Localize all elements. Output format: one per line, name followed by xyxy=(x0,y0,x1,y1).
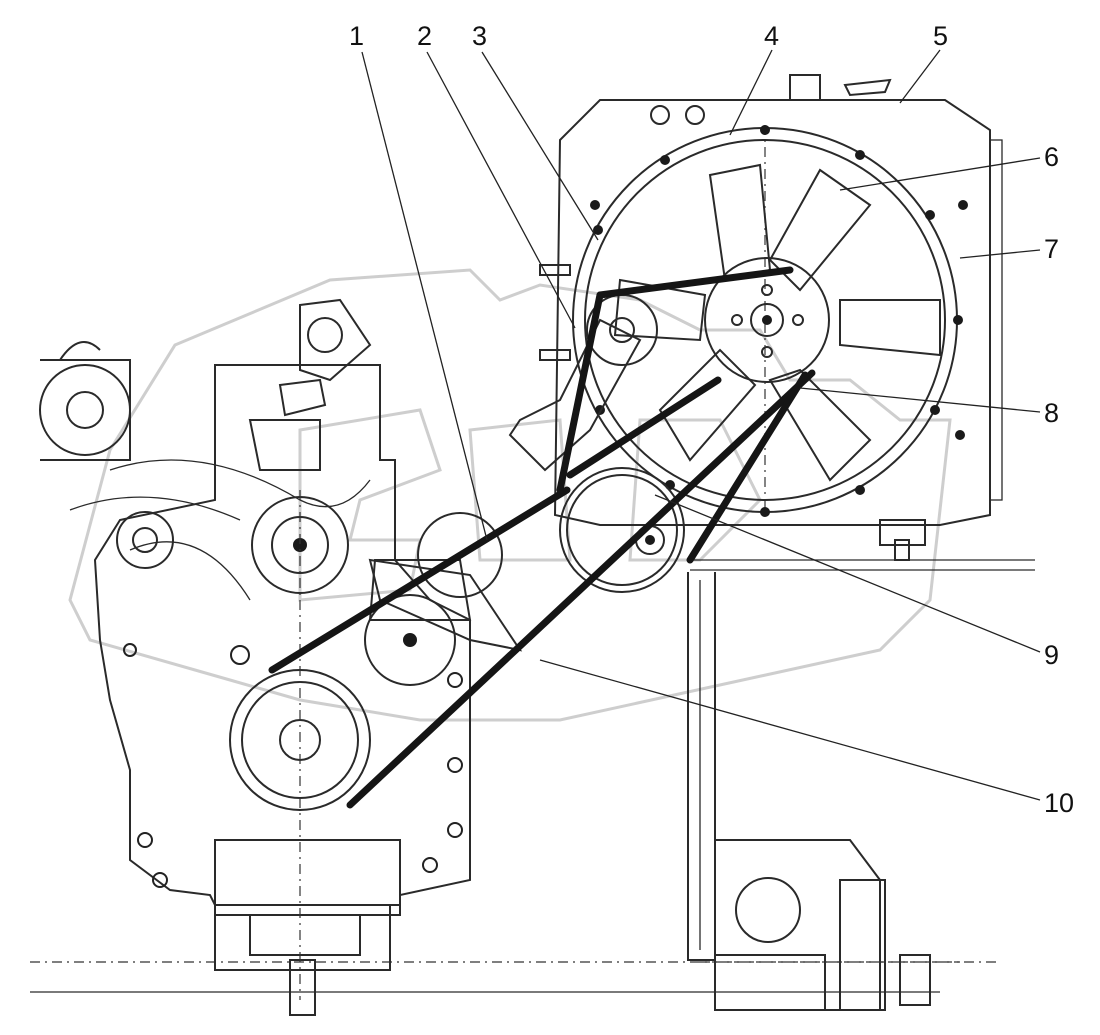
callout-3: 3 xyxy=(472,21,487,51)
fan-assembly xyxy=(572,125,968,517)
engine-block xyxy=(39,298,472,1016)
callout-1: 1 xyxy=(349,21,364,51)
callout-6: 6 xyxy=(1044,142,1059,172)
tensioner-assembly xyxy=(368,264,685,652)
callout-8: 8 xyxy=(1044,398,1059,428)
callout-9: 9 xyxy=(1044,640,1059,670)
radiator xyxy=(553,74,1003,561)
callout-2: 2 xyxy=(417,21,432,51)
callout-7: 7 xyxy=(1044,234,1059,264)
drive-belts xyxy=(268,266,816,809)
callout-5: 5 xyxy=(933,21,948,51)
callout-10: 10 xyxy=(1044,788,1074,818)
callout-labels: 1 2 3 4 5 6 7 8 9 10 xyxy=(349,21,1074,818)
callout-4: 4 xyxy=(764,21,779,51)
watermark-logo xyxy=(68,268,952,722)
base-frame xyxy=(30,559,1035,1011)
leader-lines xyxy=(361,49,1041,801)
